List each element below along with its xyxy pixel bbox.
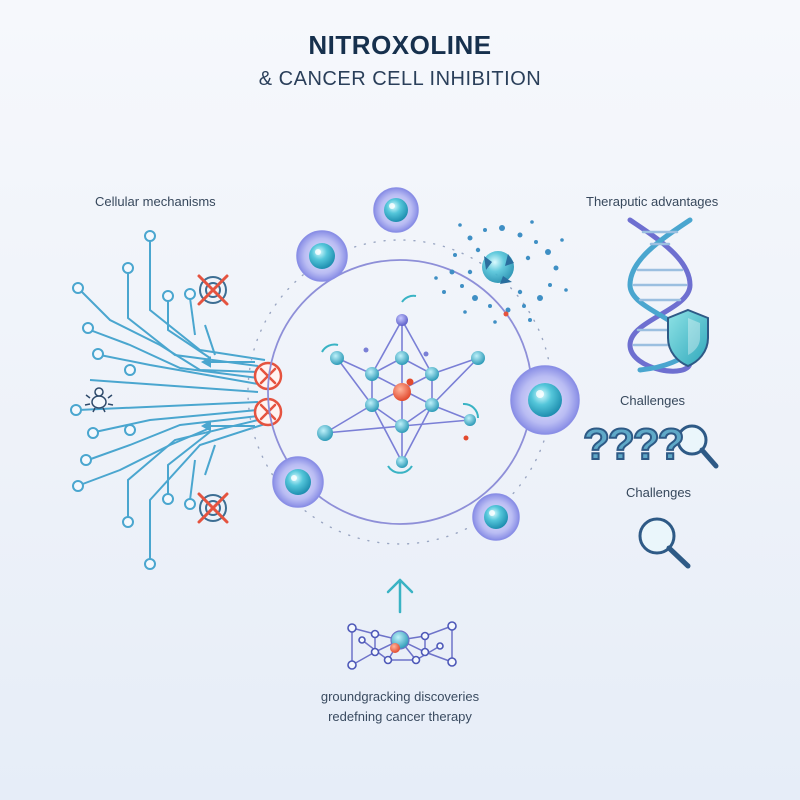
crossed-target-icon [197,274,229,306]
bug-icon [84,387,114,413]
orbit-arcs [321,294,480,474]
crossed-target-icon [197,492,229,524]
cellular-pathway-tree [77,240,266,560]
challenges-label-2: Challenges [626,485,692,500]
magnifier-icon [638,517,691,569]
molecule-network-icon [317,314,485,468]
cancer-cell-icon [510,365,580,435]
therapeutic-advantages-label: Theraputic advantages [586,194,719,209]
small-molecule-icon [347,621,457,670]
dna-helix-icon [627,217,693,374]
x-circle-icon [253,361,283,391]
shield-icon [667,308,709,368]
cancer-cell-icon [472,493,520,541]
disintegrating-cell-icon [434,220,568,324]
pathway-terminal-nodes [70,230,196,570]
inhibition-arrows [200,356,255,432]
question-marks-icon: ???? [582,419,685,470]
therapy-caption: redefning cancer therapy [328,709,472,724]
challenges-label-1: Challenges [620,393,686,408]
cancer-cell-icon [296,230,348,282]
magnifier-icon [676,424,719,469]
discoveries-caption: groundgracking discoveries [320,689,480,704]
up-arrow-icon [386,578,414,614]
cellular-mechanisms-label: Cellular mechanisms [95,194,216,209]
cancer-cell-icon [272,456,324,508]
page-title: NITROXOLINE [308,30,492,60]
page-subtitle: & CANCER CELL INHIBITION [258,68,542,90]
cancer-cell-icon [373,187,419,233]
